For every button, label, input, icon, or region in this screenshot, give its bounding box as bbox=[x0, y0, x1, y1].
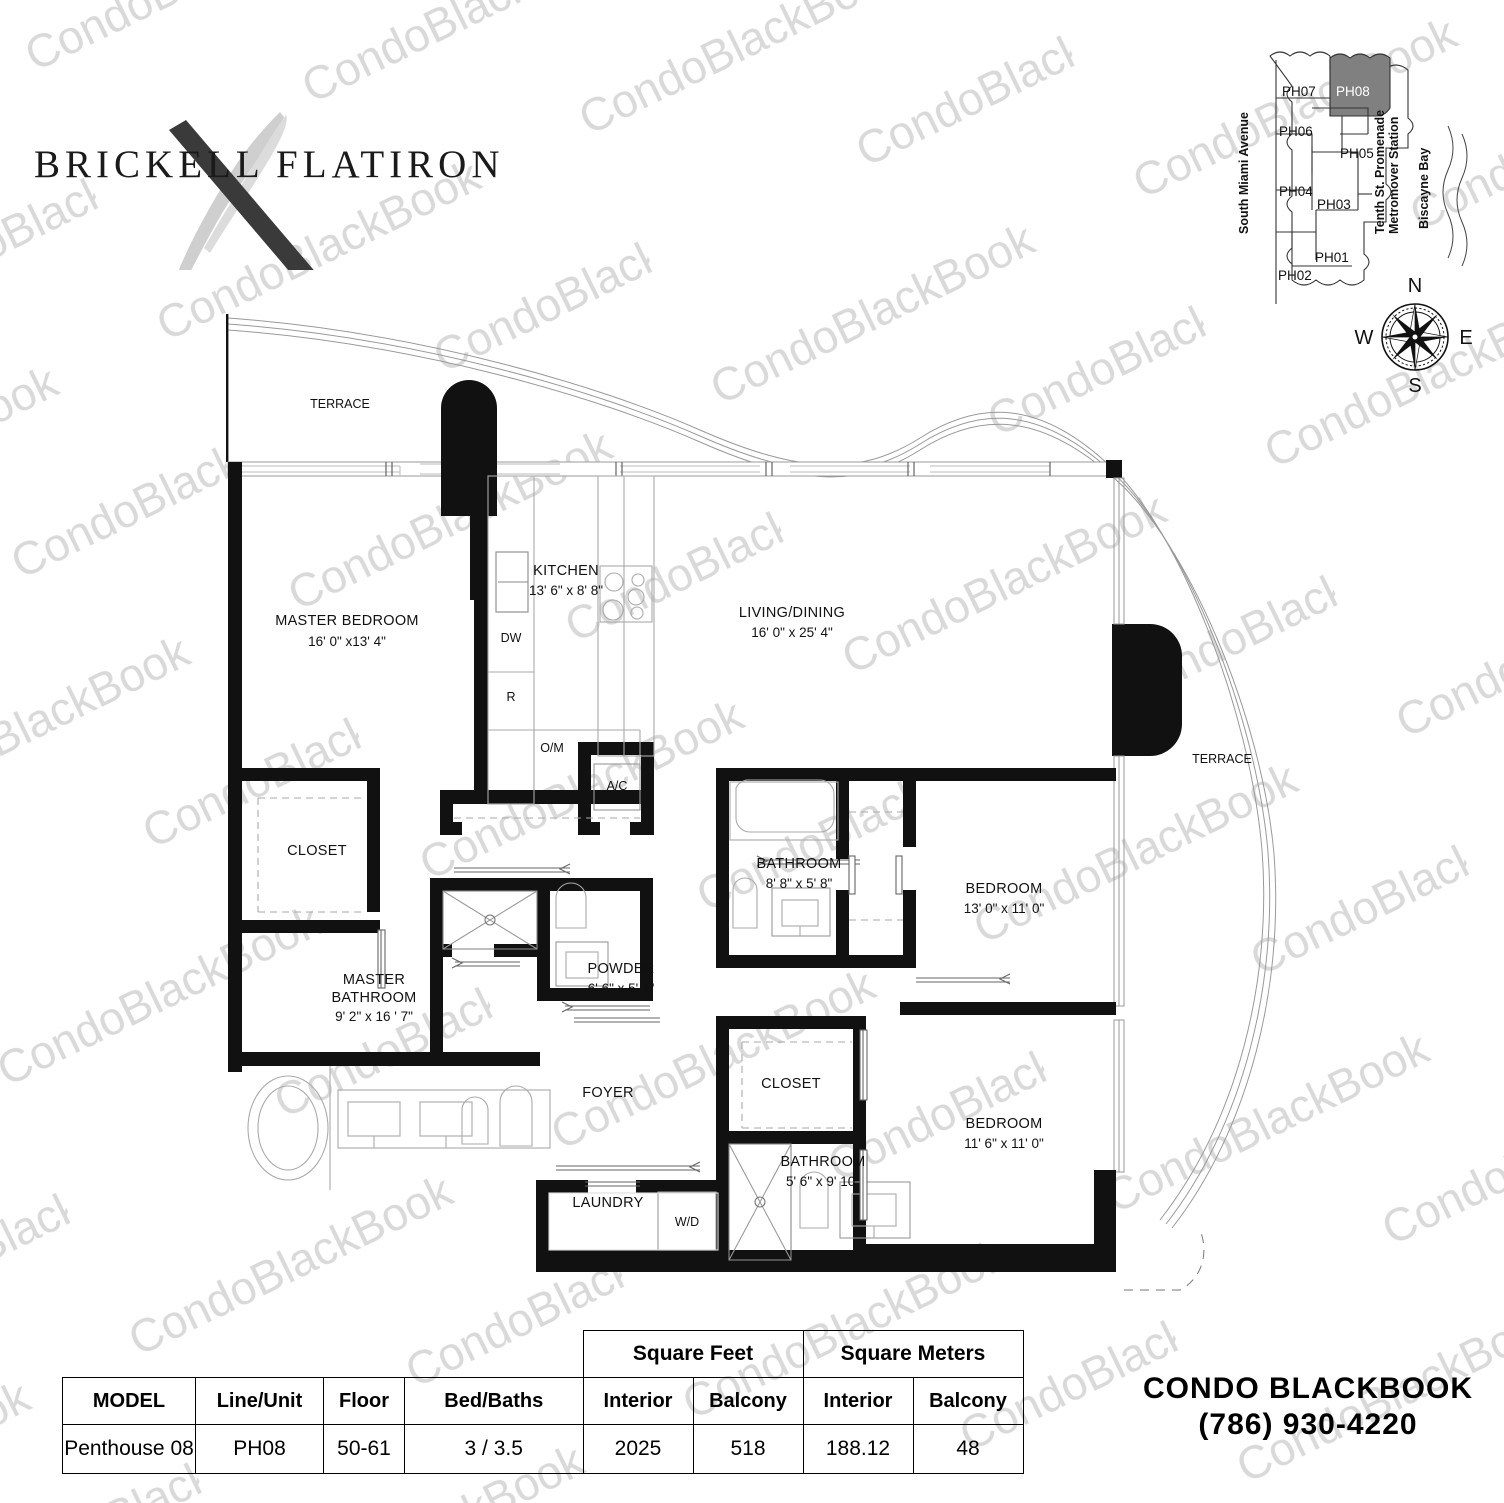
col-sqm-balcony: Balcony bbox=[912, 1377, 1024, 1425]
table-row: Penthouse 08 PH08 50-61 3 / 3.5 2025 518… bbox=[62, 1424, 1024, 1474]
label-terrace-right: TERRACE bbox=[1192, 752, 1252, 766]
table-group-header-row: Square Feet Square Meters bbox=[63, 1330, 1024, 1378]
label-master-bathroom-2: BATHROOM bbox=[331, 990, 416, 1006]
label-bathroom-2: BATHROOM bbox=[756, 856, 841, 872]
header-square-meters: Square Meters bbox=[802, 1330, 1024, 1378]
label-oven-microwave: O/M bbox=[540, 741, 564, 755]
cell-line-unit: PH08 bbox=[195, 1424, 324, 1474]
floor-plan-drawing: TERRACE TERRACE MASTER BEDROOM 16' 0" x1… bbox=[0, 290, 1504, 1300]
east-glazing-wall bbox=[1113, 477, 1125, 1173]
key-plan-label-ph05: PH05 bbox=[1340, 146, 1374, 161]
logo-word-flatiron: FLATIRON bbox=[276, 143, 505, 186]
label-foyer: FOYER bbox=[582, 1085, 633, 1101]
key-plan: PH07 PH08 PH06 PH05 PH04 PH03 PH02 PH01 … bbox=[1232, 34, 1482, 304]
label-bedroom-2: BEDROOM bbox=[965, 881, 1042, 897]
cell-sqm-interior: 188.12 bbox=[802, 1424, 914, 1474]
key-plan-label-ph03: PH03 bbox=[1317, 197, 1351, 212]
logo-word-brickell: BRICKELL bbox=[34, 143, 265, 186]
key-plan-street-east-1: Tenth St. Promenade bbox=[1373, 110, 1387, 234]
col-sqft-interior: Interior bbox=[582, 1377, 694, 1425]
key-plan-label-ph01: PH01 bbox=[1315, 250, 1349, 265]
terrace-edge-wall bbox=[226, 314, 229, 462]
key-plan-water-label: Biscayne Bay bbox=[1417, 148, 1431, 229]
compass-west-label: W bbox=[1355, 327, 1374, 349]
cell-sqft-balcony: 518 bbox=[692, 1424, 804, 1474]
property-line bbox=[1124, 1229, 1205, 1291]
table-column-header-row: MODEL Line/Unit Floor Bed/Baths Interior… bbox=[62, 1377, 1024, 1425]
brand-name-light: CONDO bbox=[1142, 1372, 1260, 1405]
col-model: MODEL bbox=[62, 1377, 196, 1425]
brand-name-bold: BLACKBOOK bbox=[1269, 1372, 1473, 1405]
label-bedroom-3: BEDROOM bbox=[965, 1116, 1042, 1132]
north-glazing-wall bbox=[227, 461, 1119, 477]
key-plan-label-ph02: PH02 bbox=[1278, 268, 1312, 283]
label-kitchen-dim: 13' 6" x 8' 8" bbox=[529, 583, 603, 598]
compass-east-label: E bbox=[1459, 327, 1472, 349]
label-master-bedroom: MASTER BEDROOM bbox=[275, 613, 419, 629]
label-bathroom-3: BATHROOM bbox=[780, 1154, 865, 1170]
label-bedroom-2-dim: 13' 0" x 11' 0" bbox=[964, 901, 1045, 916]
cell-floor: 50-61 bbox=[323, 1424, 405, 1474]
col-sqm-interior: Interior bbox=[802, 1377, 914, 1425]
label-terrace-left: TERRACE bbox=[310, 397, 370, 411]
label-washer-dryer: W/D bbox=[675, 1215, 699, 1229]
label-bathroom-3-dim: 5' 6" x 9' 10" bbox=[786, 1174, 860, 1189]
brand-phone[interactable]: (786) 930-4220 bbox=[1198, 1408, 1418, 1441]
terrace-column-right bbox=[1112, 624, 1182, 756]
label-living-dining: LIVING/DINING bbox=[739, 605, 845, 621]
key-plan-label-ph07: PH07 bbox=[1282, 84, 1316, 99]
cell-sqm-balcony: 48 bbox=[912, 1424, 1024, 1474]
label-laundry: LAUNDRY bbox=[572, 1195, 643, 1211]
cell-model: Penthouse 08 bbox=[62, 1424, 196, 1474]
col-line-unit: Line/Unit bbox=[195, 1377, 324, 1425]
label-powder: POWDER bbox=[587, 961, 654, 977]
cell-sqft-interior: 2025 bbox=[582, 1424, 694, 1474]
key-plan-label-ph04: PH04 bbox=[1279, 184, 1313, 199]
unit-spec-table: Square Feet Square Meters MODEL Line/Uni… bbox=[62, 1330, 1024, 1474]
label-air-conditioner: A/C bbox=[607, 779, 628, 793]
ne-corner-column bbox=[1106, 460, 1122, 478]
label-dishwasher: DW bbox=[501, 631, 522, 645]
label-powder-dim: 6' 6" x 5' 1" bbox=[588, 981, 655, 996]
label-kitchen: KITCHEN bbox=[533, 563, 599, 579]
key-plan-street-east-2: Metromover Station bbox=[1387, 117, 1401, 234]
label-living-dining-dim: 16' 0" x 25' 4" bbox=[751, 625, 833, 640]
key-plan-label-ph08: PH08 bbox=[1336, 84, 1370, 99]
key-plan-label-ph06: PH06 bbox=[1279, 124, 1313, 139]
label-closet-3: CLOSET bbox=[761, 1076, 821, 1092]
terrace-column-left bbox=[441, 380, 497, 516]
label-master-bedroom-dim: 16' 0" x13' 4" bbox=[308, 634, 386, 649]
label-master-bathroom-dim: 9' 2" x 16 ' 7" bbox=[335, 1009, 413, 1024]
label-refrigerator: R bbox=[506, 690, 515, 704]
header-square-feet: Square Feet bbox=[582, 1330, 804, 1378]
compass-rose: N E S W bbox=[1352, 272, 1478, 398]
label-bathroom-2-dim: 8' 8" x 5' 8" bbox=[766, 876, 833, 891]
label-bedroom-3-dim: 11' 6" x 11' 0" bbox=[964, 1136, 1044, 1151]
label-master-bathroom-1: MASTER bbox=[343, 972, 405, 988]
condo-blackbook-brand: CONDO BLACKBOOK (786) 930-4220 bbox=[1128, 1372, 1488, 1442]
col-bed-baths: Bed/Baths bbox=[404, 1377, 584, 1425]
compass-north-label: N bbox=[1408, 275, 1422, 297]
col-sqft-balcony: Balcony bbox=[692, 1377, 804, 1425]
label-master-closet: CLOSET bbox=[287, 843, 347, 859]
col-floor: Floor bbox=[323, 1377, 405, 1425]
key-plan-street-west: South Miami Avenue bbox=[1237, 112, 1251, 234]
cell-bed-baths: 3 / 3.5 bbox=[404, 1424, 584, 1474]
compass-south-label: S bbox=[1408, 375, 1421, 397]
brickell-flatiron-logo: BRICKELL FLATIRON bbox=[28, 90, 500, 270]
